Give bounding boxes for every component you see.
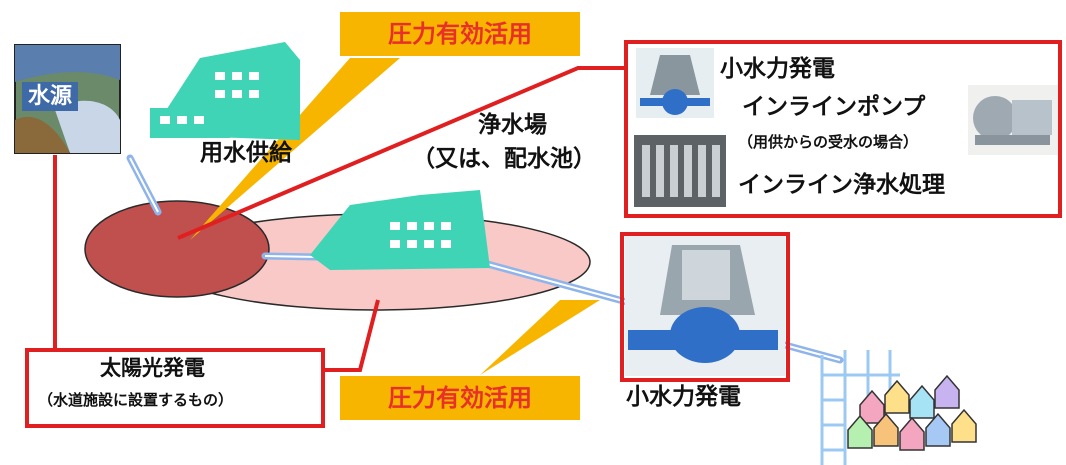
inline-pump-icon (968, 85, 1058, 155)
plant-alt-label: （又は、配水池） (412, 146, 596, 172)
red-connectors (53, 66, 628, 372)
solar-label: 太陽光発電 (100, 356, 205, 380)
supply-building-icon (150, 42, 300, 140)
water-source-label: 水源 (22, 82, 79, 112)
inline-pump-label: インラインポンプ (742, 94, 926, 120)
reservoir-icon (84, 200, 270, 298)
upper-right-frame (624, 40, 1062, 218)
inline-pump-note: （用供からの受水の場合） (738, 133, 919, 151)
solar-note: （水道施設に設置するもの） (38, 391, 234, 409)
pressure-wedge-bottom (480, 300, 600, 375)
supply-label: 用水供給 (200, 140, 292, 166)
plant-name-label: 浄水場 (478, 112, 547, 138)
pressure-banner-top: 圧力有効活用 (340, 12, 580, 56)
pressure-banner-bottom: 圧力有効活用 (340, 376, 580, 420)
hydro-turbine-icon-bottom (625, 236, 785, 376)
small-hydro-top-label: 小水力発電 (720, 56, 835, 82)
inline-treatment-icon (634, 135, 726, 207)
hydro-turbine-icon-top (636, 48, 714, 118)
houses-icon (847, 374, 977, 451)
solar-frame (25, 348, 325, 428)
bottom-hydro-frame (620, 232, 790, 382)
pressure-wedge-top (190, 58, 400, 240)
small-hydro-bottom-label: 小水力発電 (626, 384, 741, 410)
inline-treatment-label: インライン浄水処理 (738, 172, 945, 198)
purification-plant-icon (310, 190, 490, 270)
